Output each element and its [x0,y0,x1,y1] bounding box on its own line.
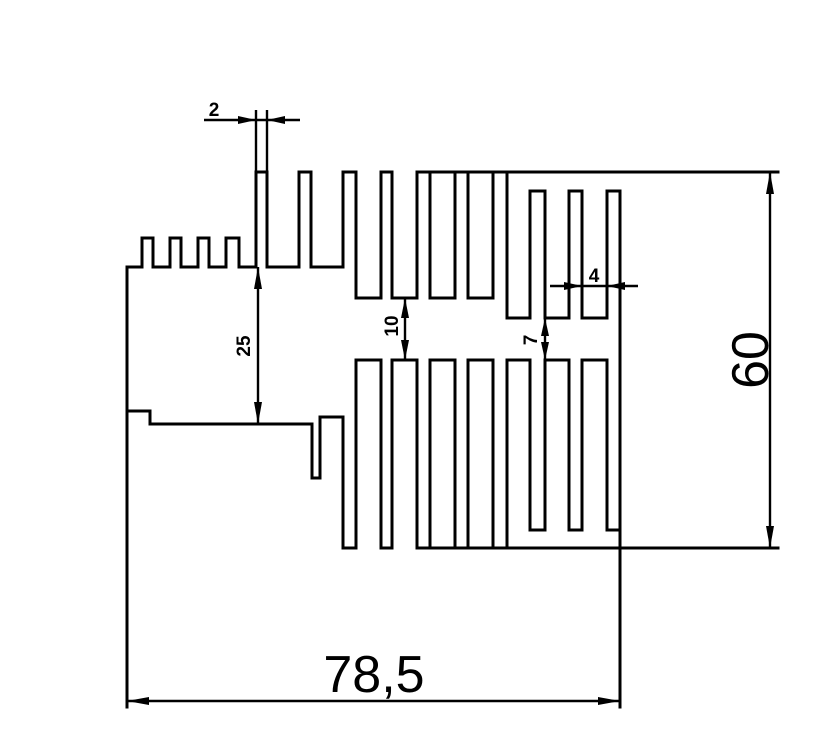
lower-fin-slots [428,358,622,550]
upper-profile-outline [125,170,780,709]
height-dimension-label: 60 [722,331,780,389]
fin-thickness-arrow-left [238,116,256,124]
fin-thickness-arrow-right [267,116,285,124]
fin-gap-label: 4 [589,266,600,287]
width-dimension-label: 78,5 [323,646,424,704]
width-arrow-left [127,697,149,705]
base-height-arrow-top [254,267,262,289]
fin-gap-arrow-left [564,282,582,290]
height-arrow-top [766,172,774,194]
fin-thickness-label: 2 [209,100,220,121]
center-gap-arrow-top [401,298,409,318]
width-arrow-right [598,697,620,705]
inner-gap-arrow-top [541,318,549,336]
fin-gap-arrow-right [607,282,625,290]
upper-fin-slots [428,170,622,709]
center-gap-arrow-bottom [401,340,409,360]
inner-gap-label: 7 [521,335,542,346]
base-height-arrow-bottom [254,402,262,424]
base-height-label: 25 [234,335,255,357]
inner-gap-arrow-bottom [541,342,549,360]
center-gap-label: 10 [382,315,403,336]
height-arrow-bottom [766,526,774,548]
lower-profile-outline [125,358,780,550]
